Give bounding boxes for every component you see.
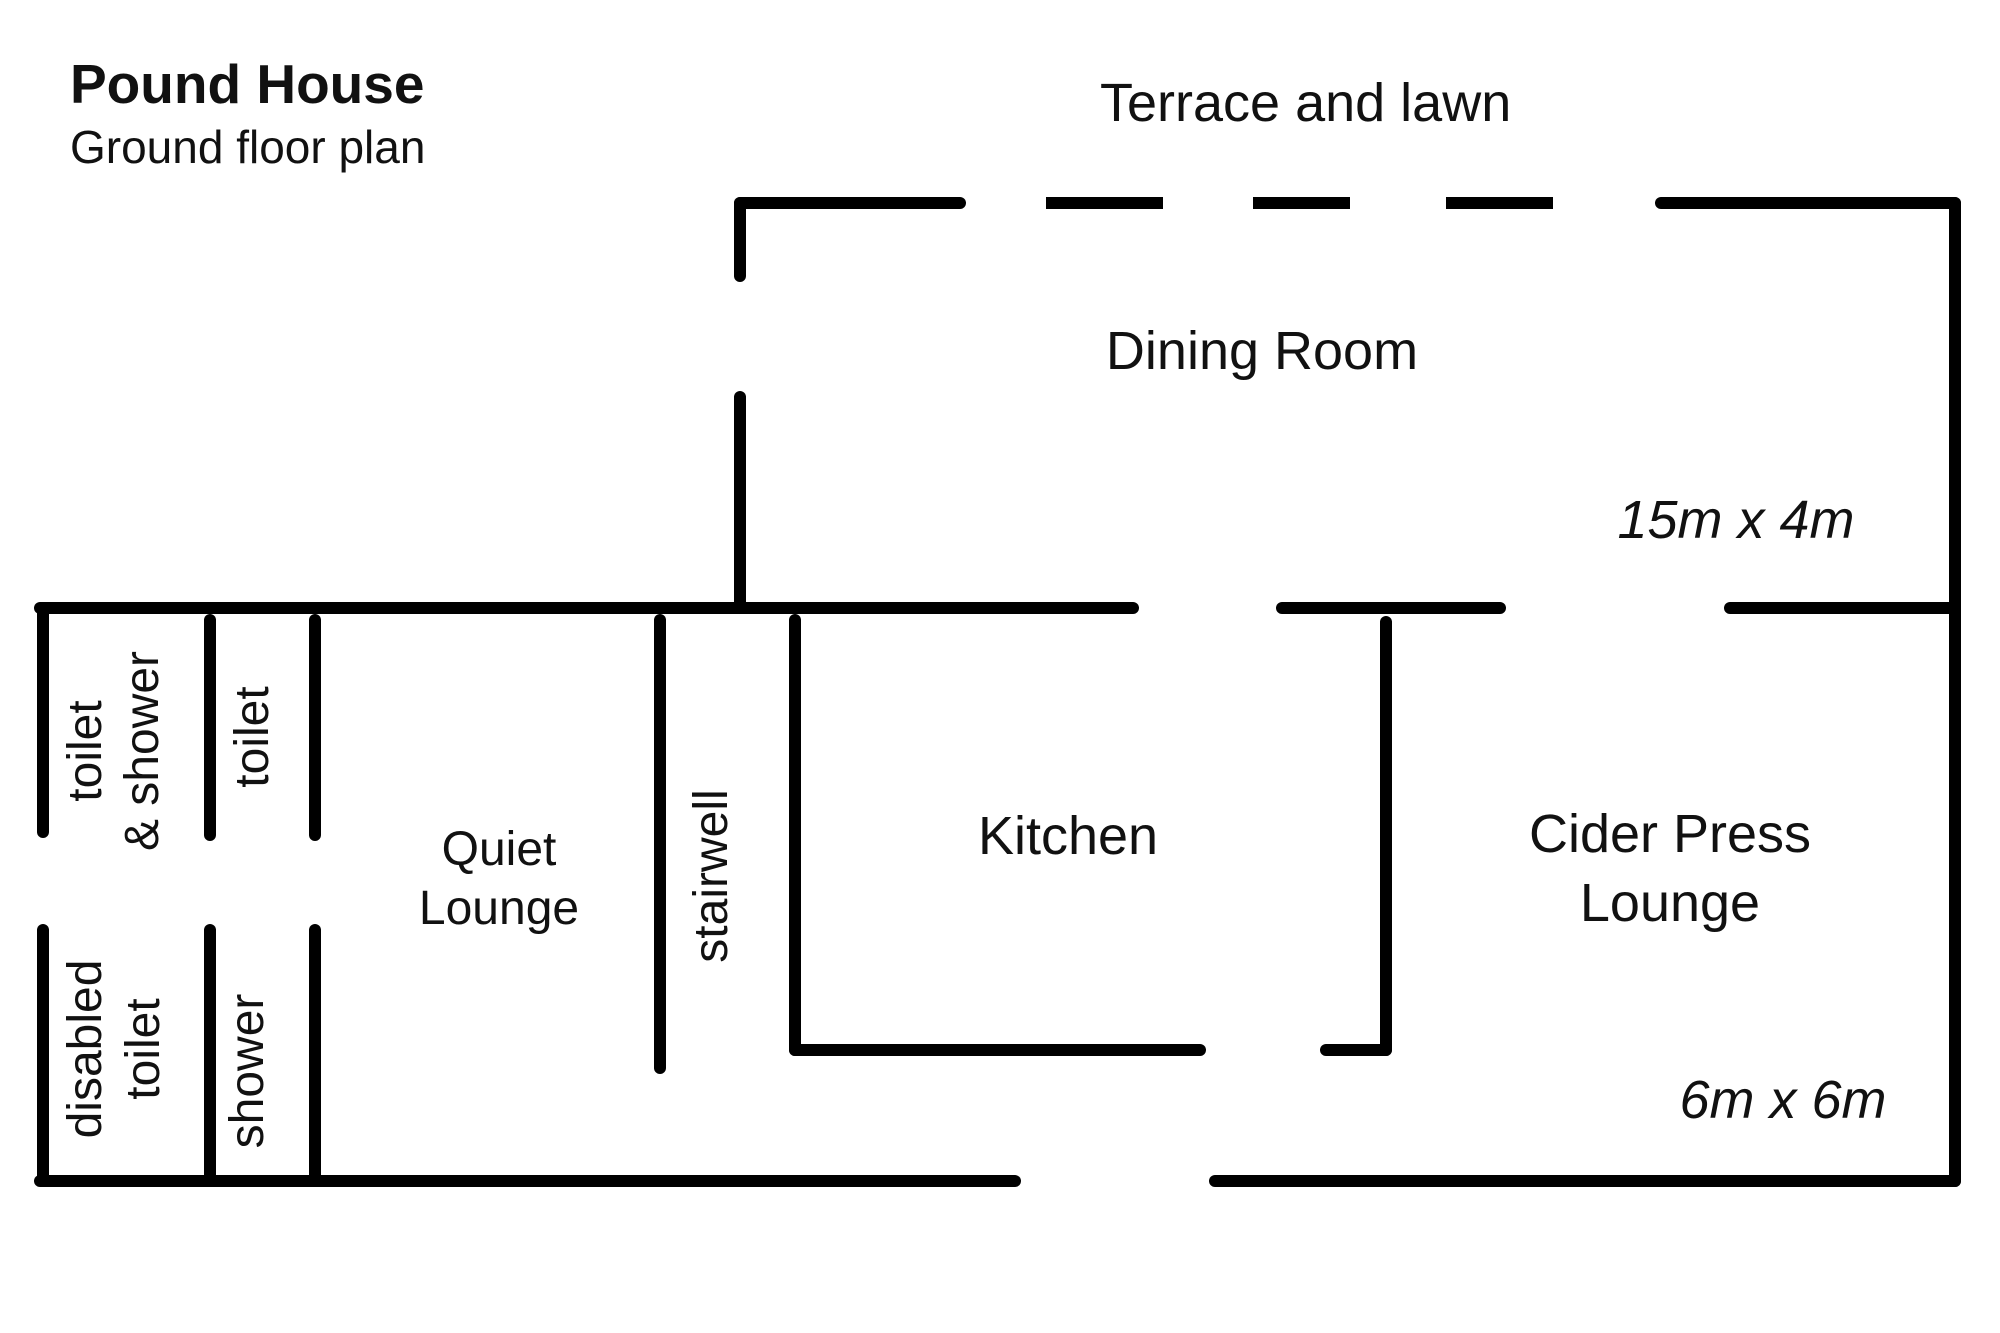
shower-label: shower <box>221 994 274 1149</box>
dining-room-label: Dining Room <box>1106 321 1418 381</box>
washroom-partitions <box>204 614 321 1182</box>
plan-title: Pound House <box>70 53 424 115</box>
dining-room-size: 15m x 4m <box>1617 490 1854 550</box>
kitchen-walls <box>789 616 1392 1056</box>
toilet-shower-label-line2: & shower <box>116 651 169 851</box>
quiet-lounge-label-line1: Quiet <box>442 823 557 876</box>
toilet-shower-label-line1: toilet <box>59 700 112 801</box>
plan-subtitle: Ground floor plan <box>70 121 425 173</box>
dining-room-walls <box>734 197 1961 1187</box>
stairwell-walls <box>654 614 801 1074</box>
outer-walls <box>34 602 1961 1187</box>
disabled-toilet-label-line1: disabled <box>59 960 112 1139</box>
terrace-label: Terrace and lawn <box>1100 73 1511 133</box>
quiet-lounge-label-line2: Lounge <box>419 882 579 935</box>
stairwell-label: stairwell <box>685 789 738 962</box>
kitchen-label: Kitchen <box>978 806 1158 866</box>
cider-press-label-line1: Cider Press <box>1529 804 1811 864</box>
disabled-toilet-label-line2: toilet <box>117 998 170 1099</box>
cider-press-size: 6m x 6m <box>1679 1070 1886 1130</box>
toilet-label: toilet <box>226 686 279 787</box>
cider-press-label-line2: Lounge <box>1580 873 1760 933</box>
